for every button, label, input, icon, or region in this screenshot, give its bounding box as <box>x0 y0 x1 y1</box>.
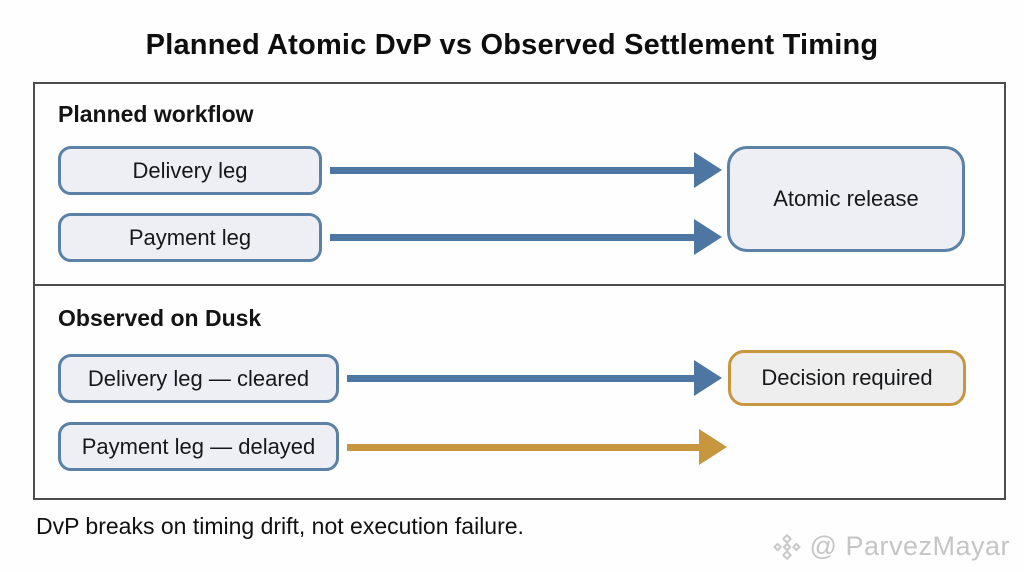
arrow-shaft <box>330 233 694 241</box>
diamond-logo-icon <box>772 532 802 562</box>
node-atomic-release: Atomic release <box>727 146 965 252</box>
arrow-head-icon <box>694 152 722 188</box>
node-payment-leg: Payment leg <box>58 213 322 262</box>
arrow-head-icon <box>694 360 722 396</box>
arrow-payment-to-atomic <box>330 219 722 255</box>
arrow-head-icon <box>694 219 722 255</box>
panel-observed-on-dusk <box>33 284 1006 500</box>
arrow-delayed-dangling <box>347 429 727 465</box>
node-decision-required: Decision required <box>728 350 966 406</box>
watermark-handle: @ ParvezMayar <box>809 531 1010 561</box>
node-delivery-leg-cleared: Delivery leg — cleared <box>58 354 339 403</box>
arrow-delivery-to-atomic <box>330 152 722 188</box>
node-payment-leg-delayed: Payment leg — delayed <box>58 422 339 471</box>
watermark: @ ParvezMayar <box>772 531 1010 562</box>
arrow-shaft <box>330 166 694 174</box>
arrow-shaft <box>347 374 694 382</box>
page-title: Planned Atomic DvP vs Observed Settlemen… <box>145 29 879 61</box>
observed-on-dusk-heading: Observed on Dusk <box>58 305 262 331</box>
arrow-shaft <box>347 443 699 451</box>
caption-text: DvP breaks on timing drift, not executio… <box>36 513 524 539</box>
arrow-head-icon <box>699 429 727 465</box>
arrow-cleared-to-decision <box>347 360 722 396</box>
planned-workflow-heading: Planned workflow <box>58 101 254 127</box>
node-delivery-leg: Delivery leg <box>58 146 322 195</box>
